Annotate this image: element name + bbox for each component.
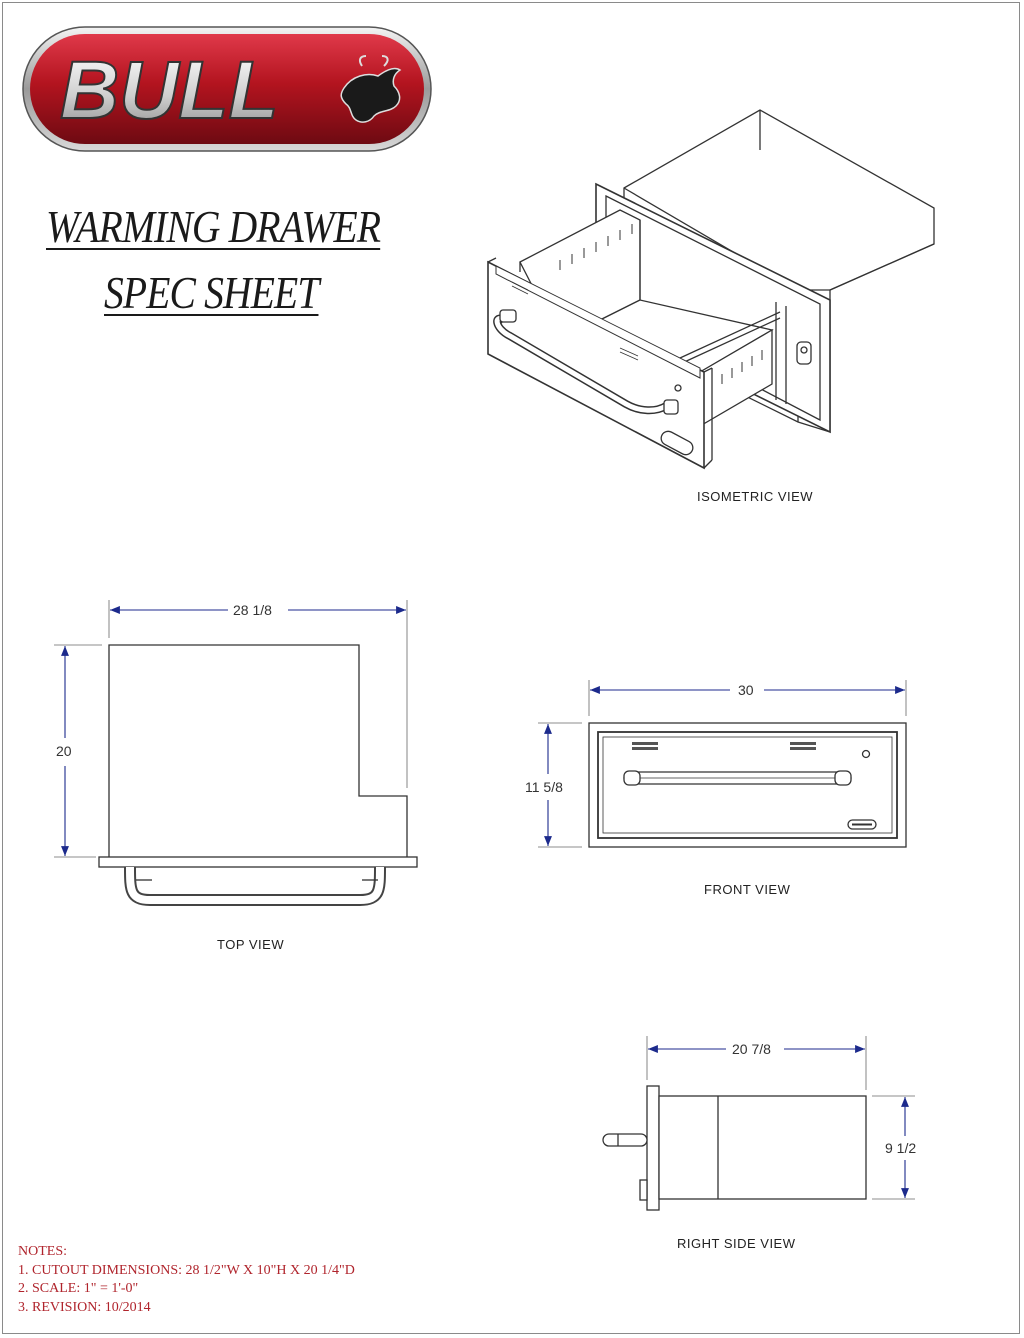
note-item: 2. SCALE: 1" = 1'-0" [18,1281,139,1296]
top-view-label: TOP VIEW [217,937,285,952]
dim-front-width: 30 [735,682,757,698]
bull-emblem-icon [340,55,402,123]
dim-top-depth: 20 [53,743,75,759]
dim-top-width: 28 1/8 [230,602,275,618]
note-item: 3. REVISION: 10/2014 [18,1299,151,1315]
notes-heading: NOTES: [18,1244,67,1259]
top-view-drawing [54,600,418,906]
dim-side-depth: 20 7/8 [729,1041,774,1057]
front-view-dimension-lines [544,686,905,846]
bull-logo: BULL [22,26,432,152]
isometric-view-drawing [487,109,935,470]
right-side-view-drawing [602,1036,915,1211]
dim-side-height: 9 1/2 [882,1140,920,1156]
note-item: 1. CUTOUT DIMENSIONS: 28 1/2"W X 10"H X … [18,1262,355,1278]
front-view-drawing [538,680,907,848]
top-view-dimension-lines [61,606,406,856]
front-view-label: FRONT VIEW [704,882,791,897]
title-line-2: SPEC SHEET [104,267,319,318]
logo-text: BULL [60,45,279,136]
right-side-view-dimension-lines [648,1045,909,1198]
notes-block: NOTES: 1. CUTOUT DIMENSIONS: 28 1/2"W X … [18,1243,355,1317]
isometric-view-label: ISOMETRIC VIEW [697,489,814,504]
dim-front-height: 11 5/8 [522,779,566,795]
title-line-1: WARMING DRAWER [46,201,381,252]
right-side-view-label: RIGHT SIDE VIEW [677,1236,796,1251]
